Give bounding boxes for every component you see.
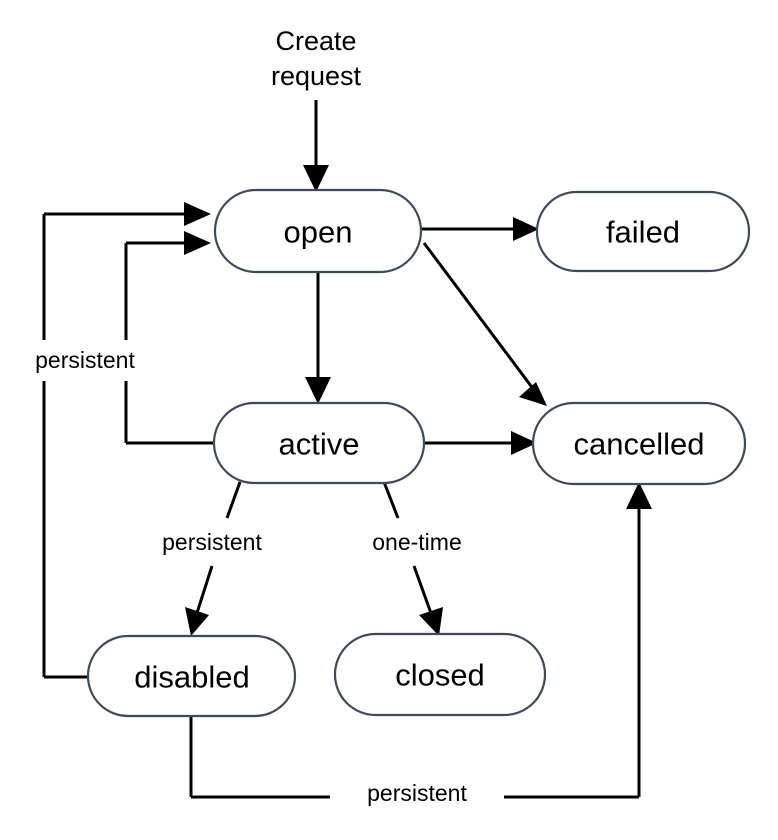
state-node-failed[interactable]: failed: [535, 190, 751, 273]
edge-disabled-to-cancelled: [189, 482, 652, 799]
arrowhead-icon: [419, 607, 443, 636]
state-node-disabled-label: disabled: [134, 660, 249, 695]
edge-disabled-to-open: [42, 202, 211, 679]
edge-open-to-cancelled: [422, 242, 547, 406]
state-node-failed-shape[interactable]: [535, 190, 751, 273]
arrowhead-icon: [305, 377, 331, 404]
state-node-open[interactable]: open: [213, 188, 423, 274]
arrowhead-icon: [184, 202, 211, 226]
state-node-active[interactable]: active: [212, 401, 426, 485]
edge-label-active-to-disabled: persistent: [162, 529, 262, 555]
state-node-closed-shape[interactable]: [333, 632, 547, 717]
state-node-cancelled[interactable]: cancelled: [531, 401, 747, 486]
state-node-cancelled-label: cancelled: [574, 427, 705, 462]
start-label-line1: Create: [275, 26, 356, 56]
arrowhead-icon: [303, 165, 329, 192]
edge-open-to-active: [305, 272, 331, 404]
edge-open-to-failed: [421, 217, 539, 241]
state-node-open-shape[interactable]: [213, 188, 423, 274]
arrowhead-icon: [185, 607, 209, 636]
state-node-closed-label: closed: [395, 658, 485, 693]
edge-active-to-cancelled: [424, 431, 537, 455]
edge-label-active-to-closed: one-time: [372, 529, 461, 555]
edge-label-disabled-to-open: persistent: [35, 347, 135, 373]
state-node-active-shape[interactable]: [212, 401, 426, 485]
edge-label-disabled-to-cancelled: persistent: [367, 780, 467, 806]
edge-start-to-open: [303, 100, 329, 192]
arrowhead-icon: [626, 482, 652, 509]
state-node-closed[interactable]: closed: [333, 632, 547, 717]
arrowhead-icon: [513, 217, 539, 241]
state-node-active-label: active: [279, 427, 360, 462]
arrowhead-icon: [519, 382, 547, 406]
edge-active-to-disabled: [185, 481, 242, 636]
arrowhead-icon: [511, 431, 537, 455]
edge-active-to-closed: [382, 481, 443, 636]
state-node-disabled-shape[interactable]: [86, 634, 297, 718]
start-label-line2: request: [271, 61, 362, 91]
state-node-open-label: open: [284, 215, 353, 250]
state-node-failed-label: failed: [606, 215, 680, 250]
edge-active-to-open: [124, 231, 214, 445]
arrowhead-icon: [184, 231, 211, 255]
state-node-cancelled-shape[interactable]: [531, 401, 747, 486]
state-node-disabled[interactable]: disabled: [86, 634, 297, 718]
